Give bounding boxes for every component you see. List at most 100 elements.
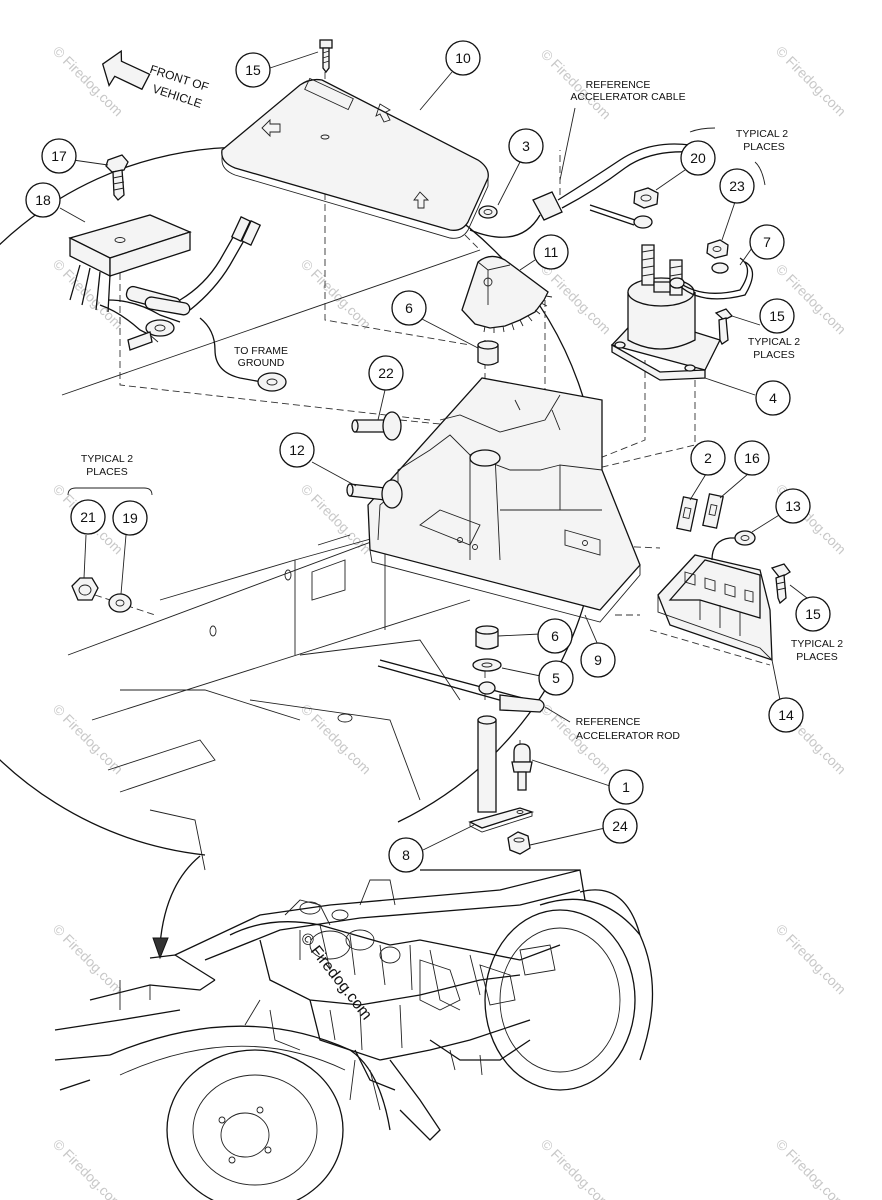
callout-22: 22 — [368, 355, 404, 391]
callout-number: 20 — [690, 150, 706, 166]
callout-number: 22 — [378, 365, 394, 381]
watermark-text: © Firedog.com — [538, 261, 614, 337]
part-3-cable-clip — [469, 143, 691, 238]
watermark-text: © Firedog.com — [50, 43, 126, 119]
watermark-text: © Firedog.com — [773, 43, 849, 119]
typical-2-places-top-note: TYPICAL 2 PLACES — [689, 127, 788, 186]
reference-accelerator-cable-line1: REFERENCE — [586, 79, 651, 91]
callout-15a: 15 — [235, 52, 271, 88]
callout-number: 13 — [785, 498, 801, 514]
callout-number: 12 — [289, 442, 305, 458]
part-15-screw — [319, 39, 333, 74]
part-15-fuse-screw — [770, 563, 791, 605]
callout-16: 16 — [734, 440, 770, 476]
wiring-harness — [69, 216, 287, 392]
part-6-bushing-lower — [475, 625, 499, 650]
reference-accelerator-rod-line2: ACCELERATOR ROD — [576, 730, 680, 742]
callout-number: 16 — [744, 450, 760, 466]
callout-24: 24 — [602, 808, 638, 844]
callout-number: 19 — [122, 510, 138, 526]
callout-17: 17 — [41, 138, 77, 174]
callout-3: 3 — [508, 128, 544, 164]
watermark-text: © Firedog.com — [773, 921, 849, 997]
watermark-text: © Firedog.com — [773, 1136, 849, 1200]
to-frame-ground-line2: GROUND — [238, 357, 285, 369]
typical-2-places-fuse-line2: PLACES — [796, 651, 837, 663]
part-14-fuse-block — [657, 554, 773, 661]
callout-15b: 15 — [759, 298, 795, 334]
callout-20: 20 — [680, 140, 716, 176]
callout-6a: 6 — [391, 290, 427, 326]
part-20-nut — [589, 187, 659, 229]
to-frame-ground-note: TO FRAME GROUND — [234, 345, 288, 369]
callout-number: 23 — [729, 178, 745, 194]
callout-21: 21 — [70, 499, 106, 535]
part-7-jumper — [669, 257, 754, 300]
pointer-arrowhead — [152, 937, 169, 960]
watermark-text: © Firedog.com — [50, 921, 126, 997]
typical-2-places-solenoid-line2: PLACES — [753, 349, 794, 361]
callout-19: 19 — [112, 500, 148, 536]
callout-number: 4 — [769, 390, 777, 406]
part-17-screw — [105, 154, 129, 201]
typical-2-places-fuse-note: TYPICAL 2 PLACES — [791, 638, 843, 663]
watermark-text: © Firedog.com — [538, 1136, 614, 1200]
watermark-text: © Firedog.com — [298, 256, 374, 332]
callout-number: 5 — [552, 670, 560, 686]
part-9-housing — [367, 377, 641, 623]
callout-number: 15 — [769, 308, 785, 324]
callout-number: 24 — [612, 818, 628, 834]
frame-hole — [284, 569, 292, 581]
callout-number: 8 — [402, 847, 410, 863]
typical-2-places-left-bracket — [67, 487, 153, 496]
typical-2-places-top-line1: TYPICAL 2 — [736, 128, 788, 140]
typical-2-places-solenoid-note: TYPICAL 2 PLACES — [748, 336, 800, 361]
callout-number: 3 — [522, 138, 530, 154]
callout-number: 2 — [704, 450, 712, 466]
part-2-fuse — [676, 496, 698, 532]
part-12-bolt — [346, 479, 403, 509]
callout-number: 10 — [455, 50, 471, 66]
callout-9: 9 — [580, 642, 616, 678]
frame-hole — [337, 713, 353, 723]
part-21-nut — [71, 577, 99, 601]
callout-18: 18 — [25, 182, 61, 218]
vehicle-rear-illustration — [54, 869, 654, 1200]
part-8-pedal-arm — [468, 715, 535, 833]
callout-number: 17 — [51, 148, 67, 164]
part-11-sector — [461, 255, 553, 333]
typical-2-places-left-note: TYPICAL 2 PLACES — [81, 453, 133, 478]
callout-number: 11 — [544, 244, 559, 260]
reference-accelerator-rod — [377, 659, 545, 713]
callout-7: 7 — [749, 224, 785, 260]
reference-accelerator-rod-line1: REFERENCE — [576, 716, 641, 728]
callout-8: 8 — [388, 837, 424, 873]
typical-2-places-top-line2: PLACES — [743, 141, 784, 153]
callout-number: 6 — [551, 628, 559, 644]
part-19-washer — [108, 593, 132, 613]
part-13-ring-terminal — [711, 530, 756, 561]
to-frame-ground-line1: TO FRAME — [234, 345, 288, 357]
part-10-cover — [221, 77, 489, 239]
callout-6b: 6 — [537, 618, 573, 654]
callout-number: 6 — [405, 300, 413, 316]
callout-12: 12 — [279, 432, 315, 468]
callout-14: 14 — [768, 697, 804, 733]
part-1-ball-stud — [511, 743, 533, 791]
callout-number: 1 — [622, 779, 630, 795]
callout-number: 15 — [805, 606, 821, 622]
callout-number: 18 — [35, 192, 51, 208]
firedog-stamp-text: © Firedog.com — [297, 930, 375, 1023]
callout-number: 9 — [594, 652, 602, 668]
firedog-stamp: © Firedog.com — [297, 930, 375, 1023]
callout-11: 11 — [533, 234, 569, 270]
reference-accelerator-cable-line2: ACCELERATOR CABLE — [570, 91, 685, 103]
vehicle-frame-rails — [61, 249, 600, 871]
part-16-fuse — [702, 493, 724, 529]
typical-2-places-left-line2: PLACES — [86, 466, 127, 478]
callout-number: 7 — [763, 234, 771, 250]
part-23-nut — [706, 239, 729, 274]
part-22-bolt — [351, 411, 402, 441]
reference-accelerator-cable-note: REFERENCE ACCELERATOR CABLE — [559, 79, 686, 181]
